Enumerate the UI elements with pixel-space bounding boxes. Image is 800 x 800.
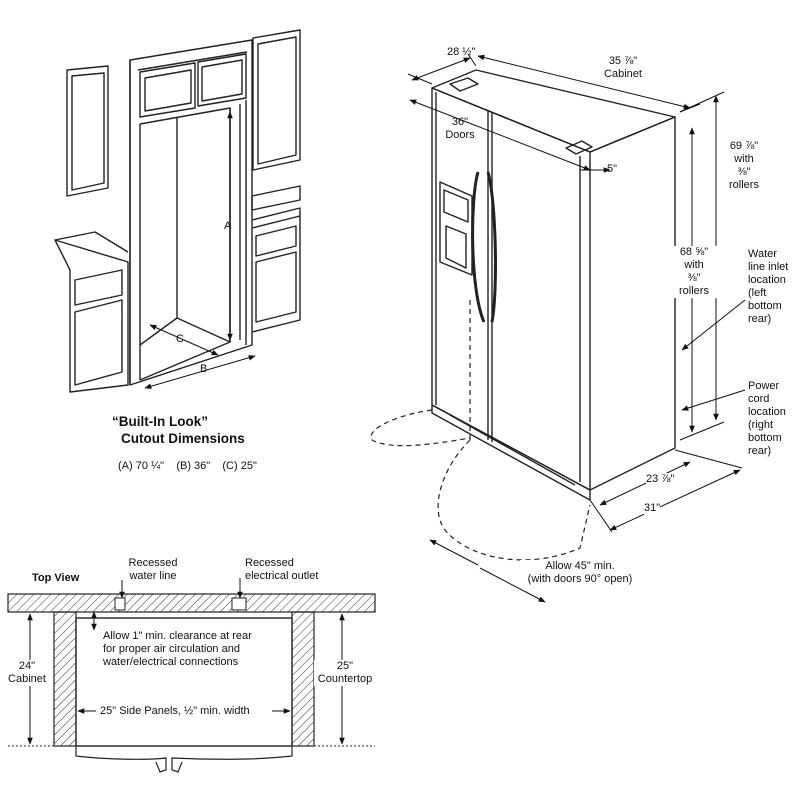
offset-5-label: 5" <box>607 163 618 175</box>
recessed-outlet-line1: Recessed <box>245 557 294 569</box>
side-panels-label: 25" Side Panels, ½" min. width <box>100 705 250 717</box>
water-line-note-3: location <box>748 274 786 286</box>
height-no-rollers-value: 68 ⅝" <box>679 246 709 258</box>
cabinet-width-word: Cabinet <box>604 68 642 80</box>
rear-clearance-line1: Allow 1" min. clearance at rear <box>103 630 252 642</box>
depth-top-label: 28 ½" <box>447 46 476 58</box>
cabinet-width-label: 35 ⅞" Cabinet <box>598 55 648 81</box>
recessed-outlet-line2: electrical outlet <box>245 570 319 582</box>
cabinet-depth-label: 24" Cabinet <box>4 660 50 686</box>
height-rollers-value: 69 ⅞" <box>729 140 759 152</box>
height-no-rollers-label: 68 ⅝" with ⅜" rollers <box>670 246 718 298</box>
top-view-title: Top View <box>32 572 80 584</box>
recessed-water-line2: water line <box>129 570 177 582</box>
power-cord-note: Power cord location (right bottom rear) <box>748 380 786 458</box>
recessed-water-line1: Recessed <box>128 557 178 569</box>
power-cord-note-3: location <box>748 406 786 418</box>
door-swing-arcs <box>370 300 591 561</box>
door-clearance-label: Allow 45" min. (with doors 90° open) <box>520 560 640 586</box>
cabinet-width-value: 35 ⅞" <box>608 55 638 67</box>
builtin-dimension-arrows <box>144 111 256 389</box>
water-line-note: Water line inlet location (left bottom r… <box>748 248 788 326</box>
cabinet-depth-word: Cabinet <box>8 673 46 685</box>
recessed-outlet-label: Recessed electrical outlet <box>245 557 318 583</box>
cabinet-depth-value: 24" <box>18 660 36 672</box>
height-no-rollers-size: ⅜" <box>687 272 701 284</box>
builtin-dimension-values: (A) 70 ¼" (B) 36" (C) 25" <box>118 460 257 472</box>
countertop-depth-value: 25" <box>336 660 354 672</box>
countertop-depth-label: 25" Countertop <box>314 660 376 686</box>
top-view-plan <box>7 593 376 773</box>
height-no-rollers-word: rollers <box>679 285 709 297</box>
recessed-water-label: Recessed water line <box>118 557 188 583</box>
water-line-note-6: rear) <box>748 313 772 325</box>
depth-31-label: 31" <box>644 502 661 515</box>
doors-width-value: 36" <box>451 116 469 128</box>
countertop-depth-word: Countertop <box>317 673 373 685</box>
doors-width-label: 36" Doors <box>438 116 482 142</box>
power-cord-note-6: rear) <box>748 445 772 457</box>
rear-clearance-note: Allow 1" min. clearance at rear for prop… <box>103 630 252 669</box>
rear-clearance-line2: for proper air circulation and <box>103 643 240 655</box>
power-cord-note-4: (right <box>748 419 774 431</box>
depth-23-label: 23 ⅞" <box>646 473 675 486</box>
dimension-letter-b: B <box>200 363 208 375</box>
power-cord-note-5: bottom <box>748 432 782 444</box>
power-cord-note-2: cord <box>748 393 770 405</box>
builtin-title-line2: Cutout Dimensions <box>121 431 245 446</box>
height-no-rollers-with: with <box>684 259 704 271</box>
builtin-cutout-illustration <box>54 29 301 393</box>
water-line-note-4: (left <box>748 287 767 299</box>
power-cord-note-1: Power <box>748 380 780 392</box>
height-rollers-with: with <box>734 153 754 165</box>
dimension-letter-c: C <box>176 333 184 345</box>
rear-clearance-line3: water/electrical connections <box>103 656 239 668</box>
water-line-note-2: line inlet <box>748 261 789 273</box>
door-clearance-line1: Allow 45" min. <box>545 560 615 572</box>
builtin-title-line1: “Built-In Look” <box>112 414 208 429</box>
dimension-letter-a: A <box>224 220 232 232</box>
height-rollers-word: rollers <box>729 179 759 191</box>
water-line-note-5: bottom <box>748 300 782 312</box>
water-line-note-1: Water <box>748 248 777 260</box>
height-rollers-size: ⅜" <box>737 166 751 178</box>
doors-width-word: Doors <box>445 129 475 141</box>
height-with-rollers-label: 69 ⅞" with ⅜" rollers <box>722 140 766 192</box>
door-clearance-line2: (with doors 90° open) <box>527 573 633 585</box>
